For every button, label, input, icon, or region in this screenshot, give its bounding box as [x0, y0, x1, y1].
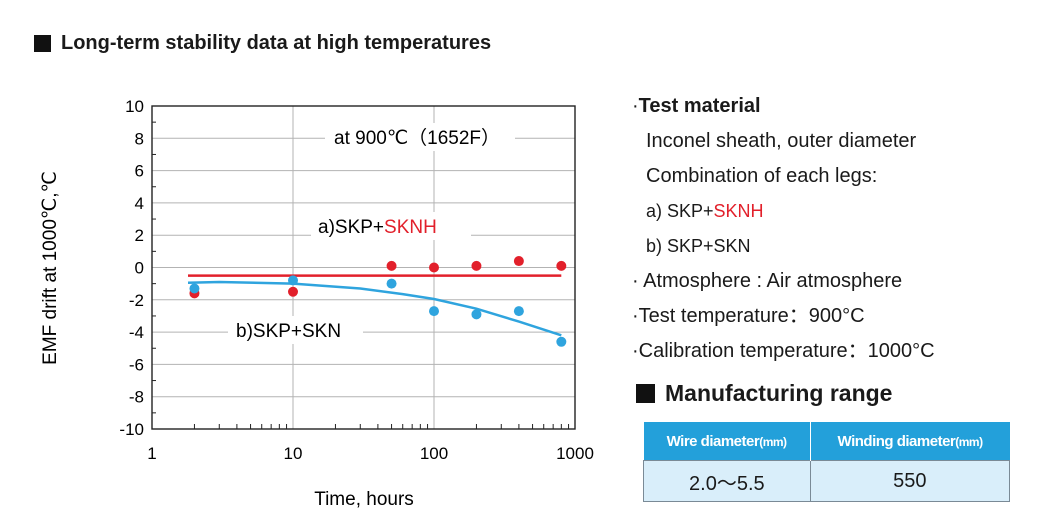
series-a-label: a)SKP+SKNH	[318, 217, 437, 238]
test-info-panel: ·Test material Inconel sheath, outer dia…	[632, 90, 1042, 370]
square-bullet-icon	[636, 384, 655, 403]
y-tick-label: -4	[129, 323, 144, 342]
combination-a-prefix: a) SKP+	[646, 201, 714, 221]
winding-diameter-header: Winding diameter(mm)	[809, 422, 1010, 461]
stability-title: Long-term stability data at high tempera…	[61, 32, 492, 54]
series-a-point	[386, 260, 397, 271]
calibration-temperature-row: ·Calibration temperature：1000°C	[632, 335, 1042, 370]
series-b-point	[556, 336, 567, 347]
y-tick-label: -2	[129, 291, 144, 310]
x-tick-labels: 1 10 100 1000	[147, 444, 594, 463]
series-b-point	[429, 306, 439, 317]
series-a-point	[429, 262, 439, 273]
y-tick-label: 0	[135, 259, 144, 278]
combination-a-highlight: SKNH	[713, 201, 764, 221]
middle-dot-bullet-icon: ·	[632, 340, 639, 362]
series-b-point	[386, 278, 397, 289]
square-bullet-icon	[34, 35, 51, 52]
x-tick-label: 1000	[556, 444, 594, 463]
table-row: 2.0～5.5 550	[643, 460, 1011, 502]
y-tick-label: 4	[135, 194, 144, 213]
combination-a: a) SKP+SKNH	[632, 195, 1042, 230]
x-tick-label: 1	[147, 444, 156, 463]
series-a-point	[471, 260, 482, 271]
series-b-label: b)SKP+SKN	[236, 321, 341, 342]
series-b-point	[288, 275, 298, 286]
test-material-label: Test material	[638, 95, 761, 117]
plot-frame	[151, 105, 576, 430]
combination-b: b) SKP+SKN	[646, 236, 751, 256]
y-tick-label: 2	[135, 226, 144, 245]
y-tick-label: 8	[135, 129, 144, 148]
series-b-label-bg	[228, 316, 363, 344]
winding-diameter-value: 550	[809, 460, 1011, 502]
condition-label: at 900℃（1652F）	[334, 127, 500, 149]
material-line-1: Inconel sheath, outer diameter	[646, 130, 917, 152]
series-a-point	[556, 260, 567, 271]
series-a-label-prefix: a)SKP+	[318, 217, 384, 238]
test-material-row: ·Test material	[632, 90, 1042, 125]
series-b-point	[471, 309, 482, 320]
series-a-point	[288, 286, 298, 297]
middle-dot-bullet-icon: ·	[632, 270, 639, 292]
trend-lines	[187, 274, 562, 337]
y-tick-label: -6	[129, 355, 144, 374]
atmosphere-row: · Atmosphere : Air atmosphere	[632, 265, 1042, 300]
winding-diameter-header-label: Winding diameter	[837, 432, 956, 450]
chart-grid	[152, 106, 575, 429]
condition-label-bg	[325, 123, 515, 151]
x-tick-label: 100	[420, 444, 448, 463]
calibration-temperature-text: Calibration temperature：1000°C	[638, 340, 935, 362]
stability-chart: 10 8 6 4 2 0 -2 -4 -6 -8 -10 1 10 100 1000 at 900℃（16…	[40, 97, 594, 510]
series-a-label-bg	[311, 212, 471, 240]
series-b-trend-line	[187, 280, 562, 337]
y-tick-labels: 10 8 6 4 2 0 -2 -4 -6 -8 -10	[119, 97, 144, 439]
y-tick-label: -10	[119, 420, 144, 439]
test-temperature-text: Test temperature：900°C	[638, 305, 865, 327]
manufacturing-range-heading: Manufacturing range	[636, 380, 892, 407]
x-axis-label: Time, hours	[314, 489, 414, 510]
test-temperature-row: ·Test temperature：900°C	[632, 300, 1042, 335]
wire-diameter-header: Wire diameter(mm)	[643, 422, 811, 461]
y-tick-label: 10	[125, 97, 144, 116]
wire-diameter-value: 2.0～5.5	[643, 460, 811, 502]
data-points	[189, 256, 567, 347]
material-line-2: Combination of each legs:	[646, 165, 878, 187]
y-tick-label: 6	[135, 162, 144, 181]
x-tick-label: 10	[284, 444, 303, 463]
manufacturing-range-title: Manufacturing range	[665, 380, 893, 406]
y-tick-label: -8	[129, 388, 144, 407]
middle-dot-bullet-icon: ·	[632, 305, 639, 327]
middle-dot-bullet-icon: ·	[632, 95, 639, 117]
series-a-label-highlight: SKNH	[384, 217, 437, 238]
stability-heading: Long-term stability data at high tempera…	[34, 32, 491, 55]
series-b-point	[189, 283, 200, 294]
manufacturing-range-table: Wire diameter(mm) Winding diameter(mm) 2…	[643, 422, 1011, 502]
atmosphere-text: Atmosphere : Air atmosphere	[643, 270, 903, 292]
wire-diameter-header-unit: (mm)	[759, 434, 787, 449]
series-b-point	[513, 306, 524, 317]
y-axis-label: EMF drift at 1000℃,℃	[40, 171, 61, 365]
table-header-row: Wire diameter(mm) Winding diameter(mm)	[643, 422, 1010, 461]
series-a-point	[513, 256, 524, 267]
winding-diameter-header-unit: (mm)	[955, 434, 983, 449]
wire-diameter-header-label: Wire diameter	[666, 432, 760, 450]
